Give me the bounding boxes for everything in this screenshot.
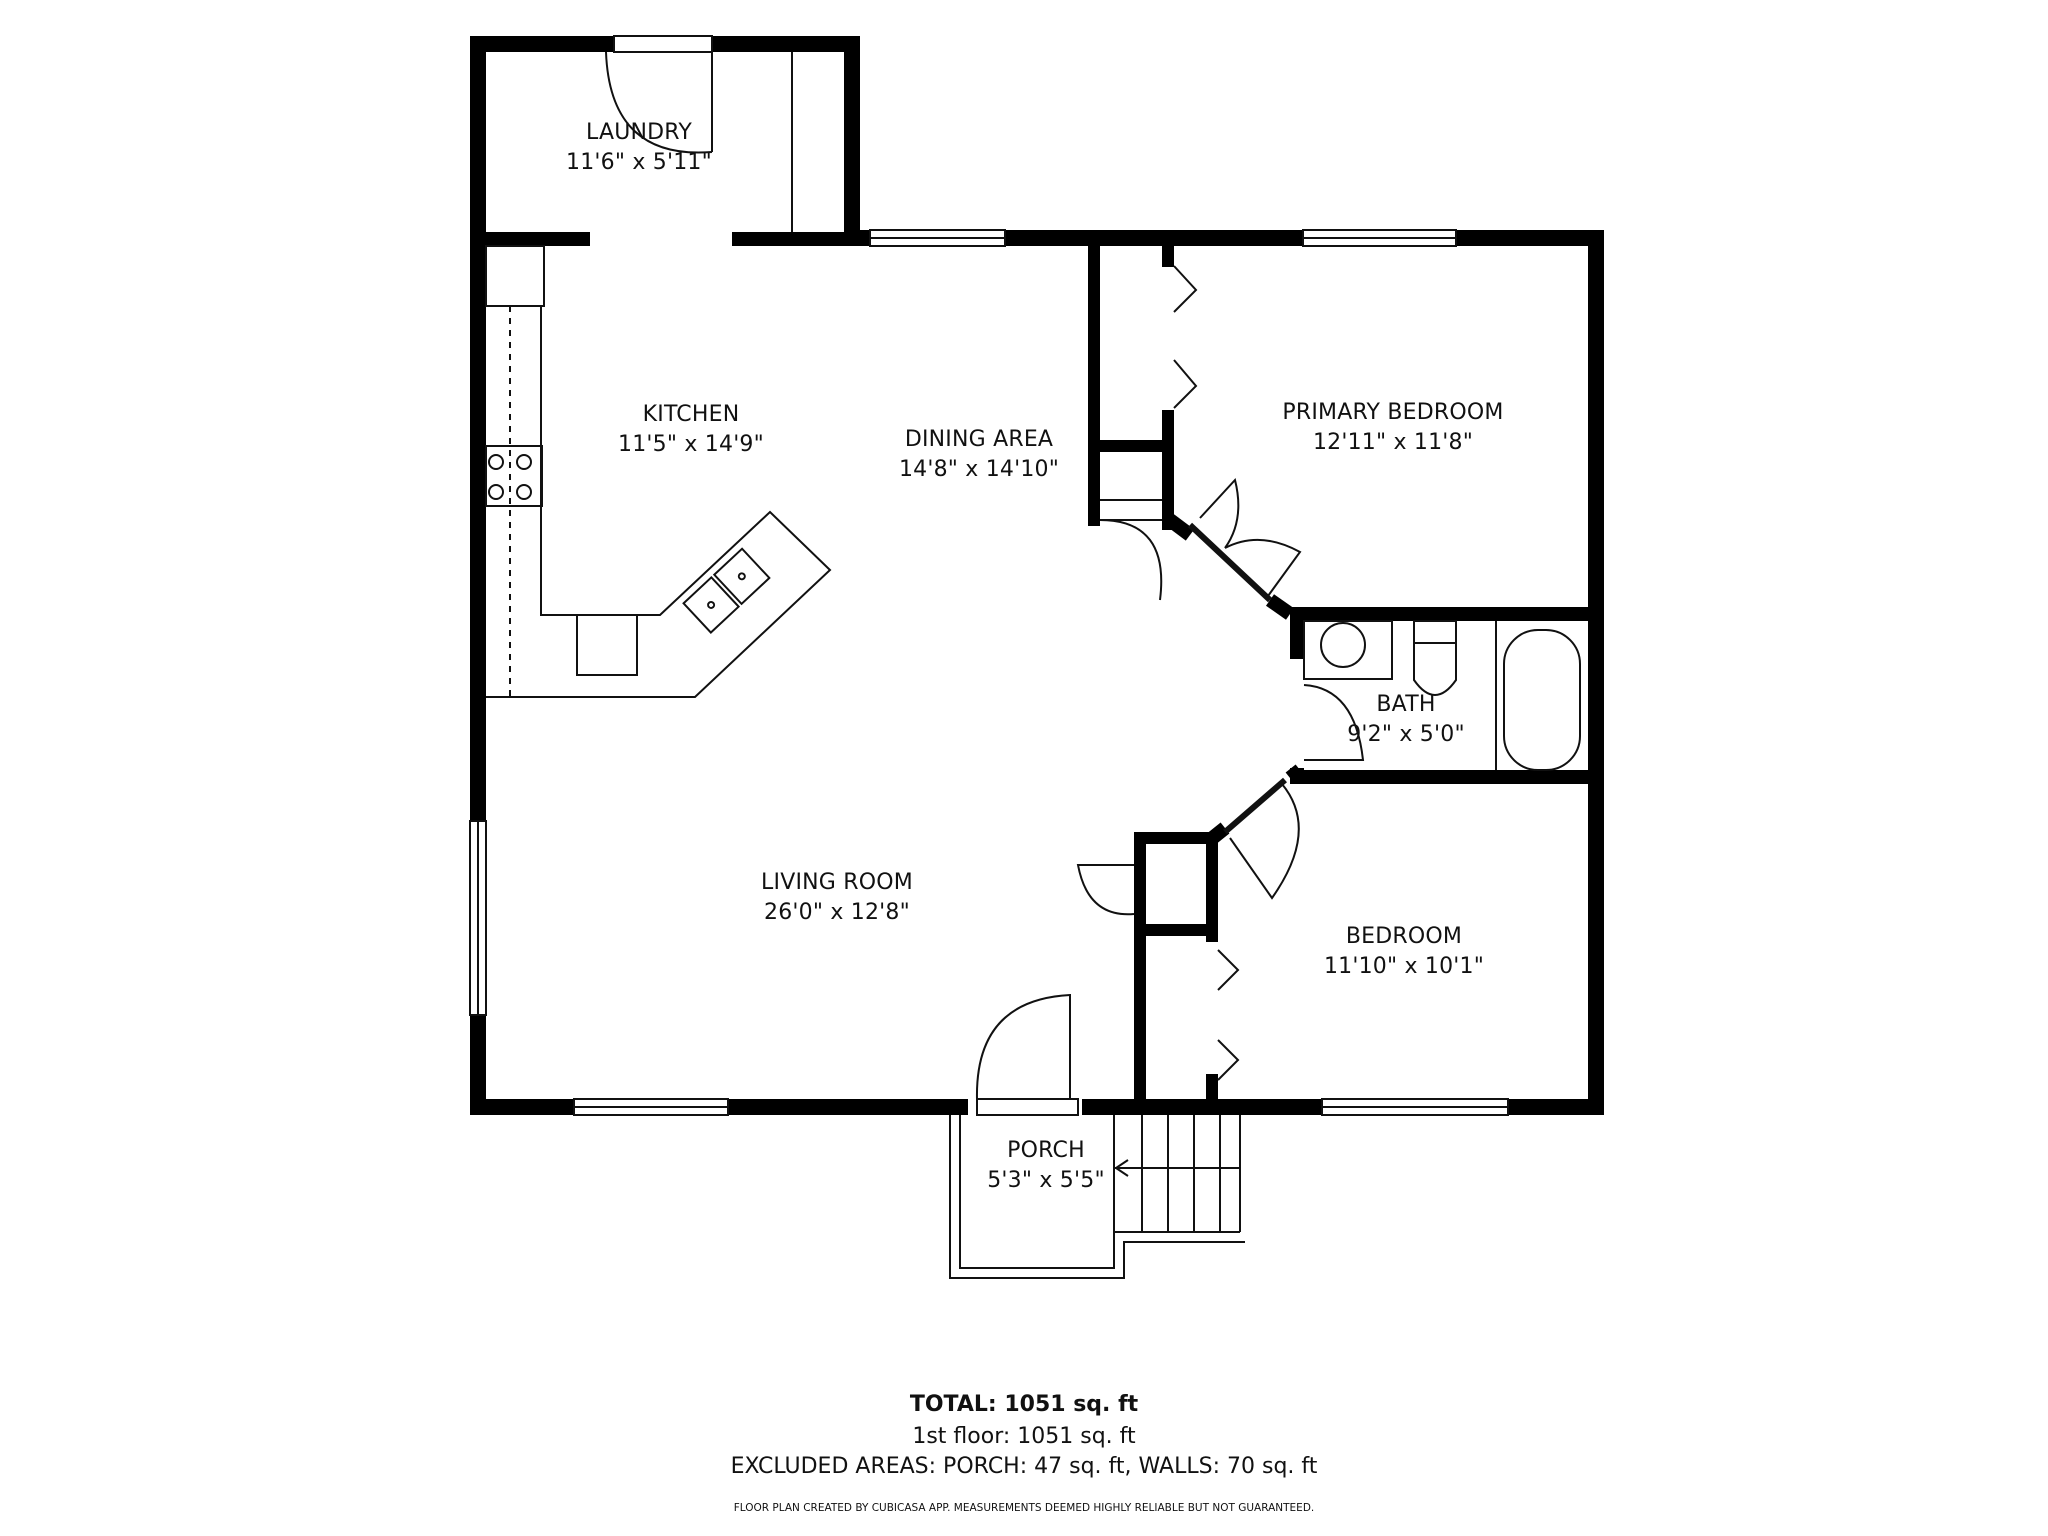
total-area: TOTAL: 1051 sq. ft	[909, 1392, 1139, 1417]
diagonal-walls	[1165, 514, 1305, 846]
room-name: BEDROOM	[1345, 924, 1463, 949]
room-dining-area: DINING AREA 14'8" x 14'10"	[899, 425, 1059, 485]
first-floor-area: 1st floor: 1051 sq. ft	[912, 1424, 1136, 1449]
fixtures	[469, 35, 1581, 1279]
room-dimensions: 11'10" x 10'1"	[1323, 954, 1485, 979]
room-name: LAUNDRY	[585, 120, 693, 145]
room-primary-bedroom: PRIMARY BEDROOM 12'11" x 11'8"	[1282, 398, 1503, 458]
room-porch: PORCH 5'3" x 5'5"	[987, 1136, 1105, 1196]
room-name: PORCH	[1007, 1138, 1085, 1163]
room-dimensions: 11'5" x 14'9"	[618, 432, 764, 457]
room-dimensions: 26'0" x 12'8"	[764, 900, 910, 925]
room-bedroom: BEDROOM 11'10" x 10'1"	[1324, 922, 1484, 982]
room-name: BATH	[1376, 692, 1436, 717]
disclaimer: FLOOR PLAN CREATED BY CUBICASA APP. MEAS…	[733, 1502, 1315, 1514]
room-dimensions: 11'6" x 5'11"	[566, 150, 712, 175]
room-dimensions: 14'8" x 14'10"	[898, 457, 1060, 482]
room-dimensions: 9'2" x 5'0"	[1347, 722, 1465, 747]
room-dimensions: 12'11" x 11'8"	[1312, 430, 1474, 455]
room-kitchen: KITCHEN 11'5" x 14'9"	[618, 400, 764, 460]
room-name: KITCHEN	[642, 402, 740, 427]
room-laundry: LAUNDRY 11'6" x 5'11"	[566, 118, 712, 178]
room-name: PRIMARY BEDROOM	[1282, 400, 1504, 425]
room-dimensions: 5'3" x 5'5"	[987, 1168, 1105, 1193]
walls	[470, 36, 1604, 1115]
room-bath: BATH 9'2" x 5'0"	[1347, 690, 1465, 750]
excluded-areas: EXCLUDED AREAS: PORCH: 47 sq. ft, WALLS:…	[730, 1454, 1318, 1479]
room-name: DINING AREA	[904, 427, 1054, 452]
room-living-room: LIVING ROOM 26'0" x 12'8"	[761, 868, 913, 928]
room-name: LIVING ROOM	[761, 870, 913, 895]
